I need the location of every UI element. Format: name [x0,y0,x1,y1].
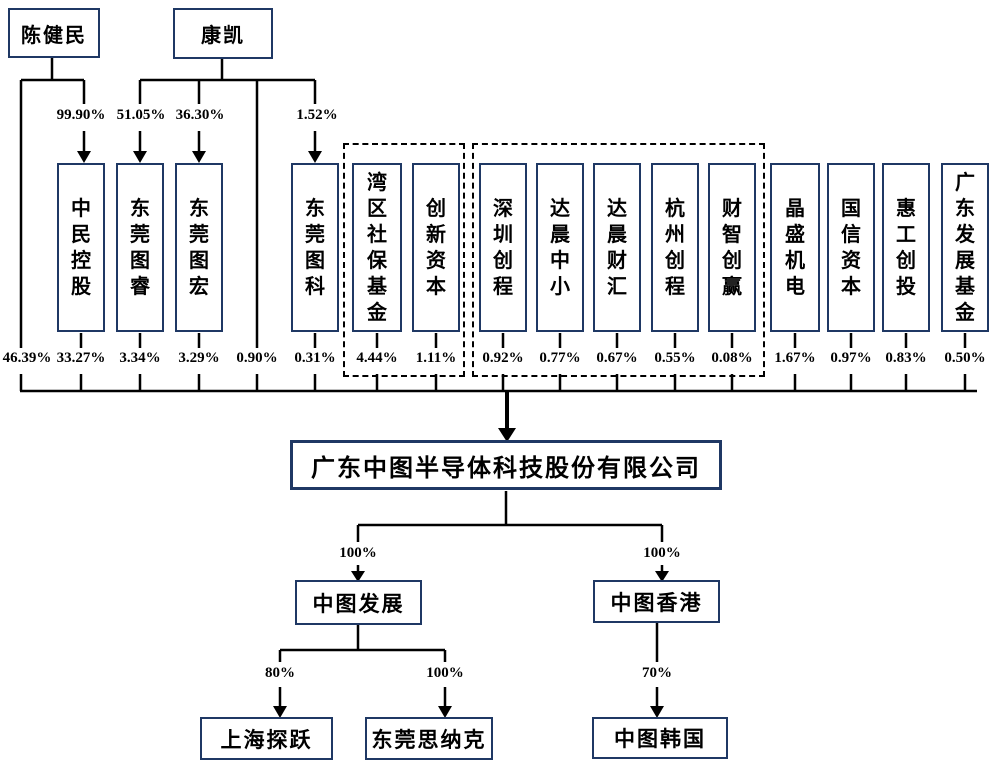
shareholder-box-dongguan-tuke: 东莞图科 [291,163,339,332]
shareholder-box-wanqu-shebao-fund: 湾区社保基金 [352,163,402,332]
pct-col17: 0.50% [944,350,986,366]
pct-kang-to-tuhong: 36.30% [175,107,225,123]
pct-to-dongguan-sinake: 100% [426,665,464,681]
person-label-kang-kai: 康凯 [201,25,245,47]
pct-chen-to-zhongmin: 99.90% [56,107,106,123]
pct-kang-to-turui: 51.05% [116,107,166,123]
pct-to-shanghai-tanyue: 80% [265,665,295,681]
pct-to-zhongtu-xianggang: 100% [643,545,681,561]
shareholder-label: 深圳创程 [493,197,513,298]
shareholder-box-caizhi-chuangying: 财智创赢 [708,163,756,332]
pct-col1: 46.39% [2,350,52,366]
pct-col11: 0.67% [596,350,638,366]
shareholder-box-dachen-caihui: 达晨财汇 [593,163,641,332]
shareholder-box-guoxin-capital: 国信资本 [827,163,875,332]
shareholder-label: 东莞图宏 [189,197,209,298]
company-name: 广东中图半导体科技股份有限公司 [311,455,701,482]
pct-kang-to-tuke: 1.52% [296,107,338,123]
shareholder-box-zhongmin-konggu: 中民控股 [57,163,105,332]
shareholder-box-dongguan-turui: 东莞图睿 [116,163,164,332]
shareholder-box-chuangxin-capital: 创新资本 [412,163,460,332]
pct-col6: 0.31% [294,350,336,366]
subsidiary-label: 中图韩国 [614,727,706,751]
subsidiary-box-zhongtu-fazhan: 中图发展 [295,580,422,625]
shareholder-label: 惠工创投 [896,197,916,298]
shareholder-label: 国信资本 [841,197,861,298]
pct-col16: 0.83% [885,350,927,366]
shareholder-label: 杭州创程 [665,197,685,298]
shareholder-box-jingsheng-jidian: 晶盛机电 [770,163,820,332]
subsidiary-box-dongguan-sinake: 东莞思纳克 [365,717,493,760]
shareholder-label: 晶盛机电 [785,197,805,298]
shareholder-box-hangzhou-chuangcheng: 杭州创程 [651,163,699,332]
shareholder-label: 东莞图科 [305,197,325,298]
pct-to-zhongtu-hanguo: 70% [642,665,672,681]
shareholder-label: 财智创赢 [722,197,742,298]
pct-col5: 0.90% [236,350,278,366]
pct-col3: 3.34% [119,350,161,366]
shareholder-box-dongguan-tuhong: 东莞图宏 [175,163,223,332]
subsidiary-label: 东莞思纳克 [371,727,487,752]
pct-col10: 0.77% [539,350,581,366]
shareholder-label: 达晨财汇 [607,197,627,298]
shareholder-box-shenzhen-chuangcheng: 深圳创程 [479,163,527,332]
shareholder-label: 中民控股 [71,197,91,298]
subsidiary-label: 中图发展 [312,591,405,616]
subsidiary-connectors [273,491,669,718]
company-box-guangdong-zhongtu: 广东中图半导体科技股份有限公司 [290,440,722,490]
shareholder-box-huigong-chuangtou: 惠工创投 [882,163,930,332]
dashed-group-dachen-funds [472,143,765,377]
shareholder-label: 东莞图睿 [130,197,150,298]
subsidiary-label: 中图香港 [610,590,703,615]
shareholder-label: 达晨中小 [550,197,570,298]
company-arrow [498,391,516,442]
subsidiary-label: 上海探跃 [220,727,313,752]
subsidiary-box-shanghai-tanyue: 上海探跃 [200,717,333,760]
person-box-chen-jianmin: 陈健民 [8,8,100,58]
dashed-group-social-security-funds [343,143,465,377]
pct-col12: 0.55% [654,350,696,366]
pct-col7: 4.44% [356,350,398,366]
person-box-kang-kai: 康凯 [173,8,273,59]
subsidiary-box-zhongtu-xianggang: 中图香港 [593,580,720,623]
top-connectors [19,54,322,348]
pct-col8: 1.11% [415,350,457,366]
shareholder-label: 创新资本 [426,197,446,298]
pct-col13: 0.08% [711,350,753,366]
shareholder-box-guangdong-fazhan-fund: 广东发展基金 [941,163,989,332]
subsidiary-box-zhongtu-hanguo: 中图韩国 [592,717,728,759]
column-ticks [19,333,977,393]
pct-col2: 33.27% [56,350,106,366]
shareholder-box-dachen-zhongxiao: 达晨中小 [536,163,584,332]
pct-col14: 1.67% [774,350,816,366]
pct-to-zhongtu-fazhan: 100% [339,545,377,561]
person-label-chen-jianmin: 陈健民 [21,24,87,47]
pct-col9: 0.92% [482,350,524,366]
shareholder-label: 广东发展基金 [955,171,975,324]
shareholder-label: 湾区社保基金 [367,171,387,324]
pct-col4: 3.29% [178,350,220,366]
pct-col15: 0.97% [830,350,872,366]
